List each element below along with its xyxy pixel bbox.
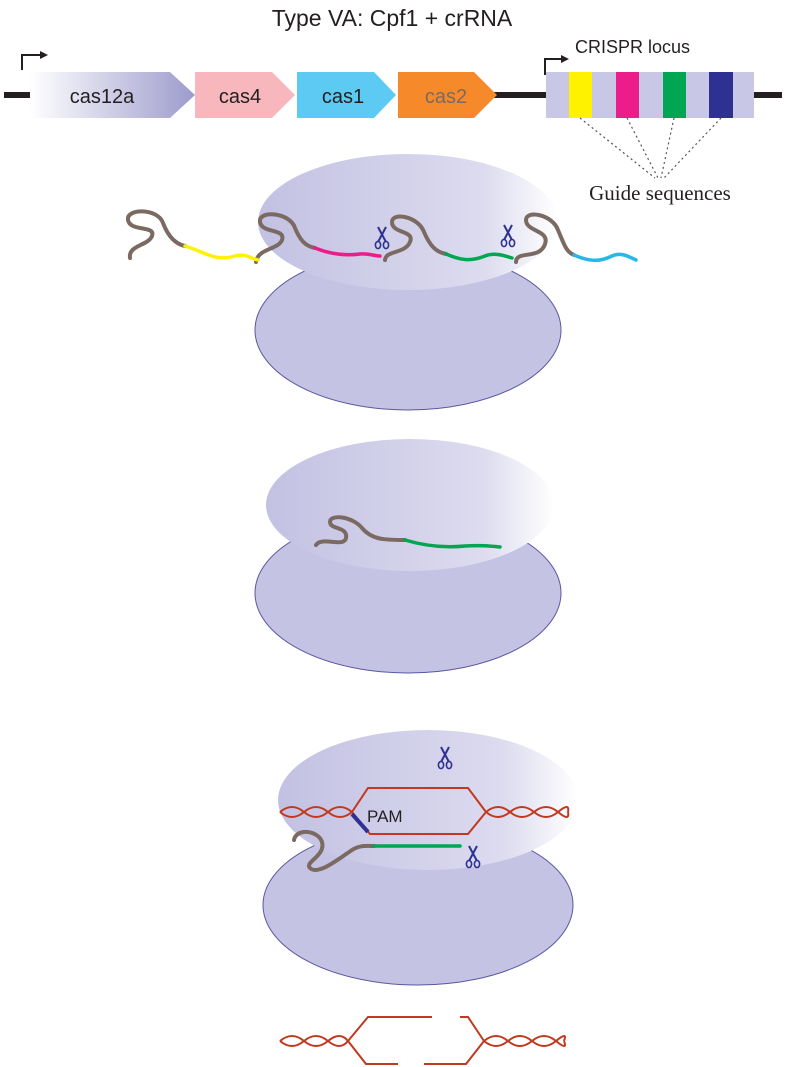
pam-label: PAM: [367, 807, 403, 826]
spacer-green: [663, 72, 686, 118]
cas12a-upper-lobe: [258, 154, 558, 290]
gene-label-cas12a: cas12a: [70, 86, 135, 108]
crrna-repeat: [314, 515, 407, 547]
gene-label-cas4: cas4: [219, 86, 261, 108]
gene-locus: cas12a cas4 cas1 cas2 CRISPR locus: [4, 37, 782, 205]
diagram-title: Type VA: Cpf1 + crRNA: [272, 5, 513, 31]
promoter-arrow-icon: [21, 54, 44, 70]
pam-site: [350, 812, 370, 834]
crispr-locus-label: CRISPR locus: [575, 37, 690, 57]
gene-cas2: cas2: [398, 72, 497, 118]
guide-pointer-lines: [579, 117, 722, 179]
crrna-repeat: [126, 209, 187, 260]
crrna-repeat: [254, 212, 317, 264]
crrna-spacer-cyan: [572, 252, 638, 263]
crrna-repeat: [292, 830, 376, 872]
crrna-spacer-green: [444, 252, 514, 262]
crrna-repeat: [514, 212, 576, 264]
stage-4-cleaved-dna: [279, 1016, 566, 1065]
stage-1-precrrna-processing: [126, 154, 638, 411]
spacer-magenta: [616, 72, 639, 118]
crrna-spacer-yellow: [183, 244, 260, 262]
gene-label-cas1: cas1: [322, 86, 364, 108]
spacer-yellow: [569, 72, 592, 118]
gene-cas1: cas1: [297, 72, 396, 118]
cas12a-upper-lobe: [278, 730, 578, 870]
crrna-repeat: [383, 214, 448, 262]
crispr-array: [546, 72, 754, 118]
stage-2-mature-complex: [254, 439, 562, 674]
cas12a-upper-lobe: [266, 439, 554, 571]
promoter-arrow-icon: [544, 58, 565, 75]
guide-sequences-label: Guide sequences: [589, 181, 731, 205]
crrna-spacer-magenta: [313, 246, 382, 258]
gene-cas4: cas4: [195, 72, 295, 118]
crrna-spacer-green: [403, 538, 502, 549]
stage-3-target-cleavage: PAM: [262, 730, 578, 986]
gene-cas12a: cas12a: [30, 72, 195, 118]
gene-label-cas2: cas2: [425, 86, 467, 108]
spacer-navy: [709, 72, 733, 118]
